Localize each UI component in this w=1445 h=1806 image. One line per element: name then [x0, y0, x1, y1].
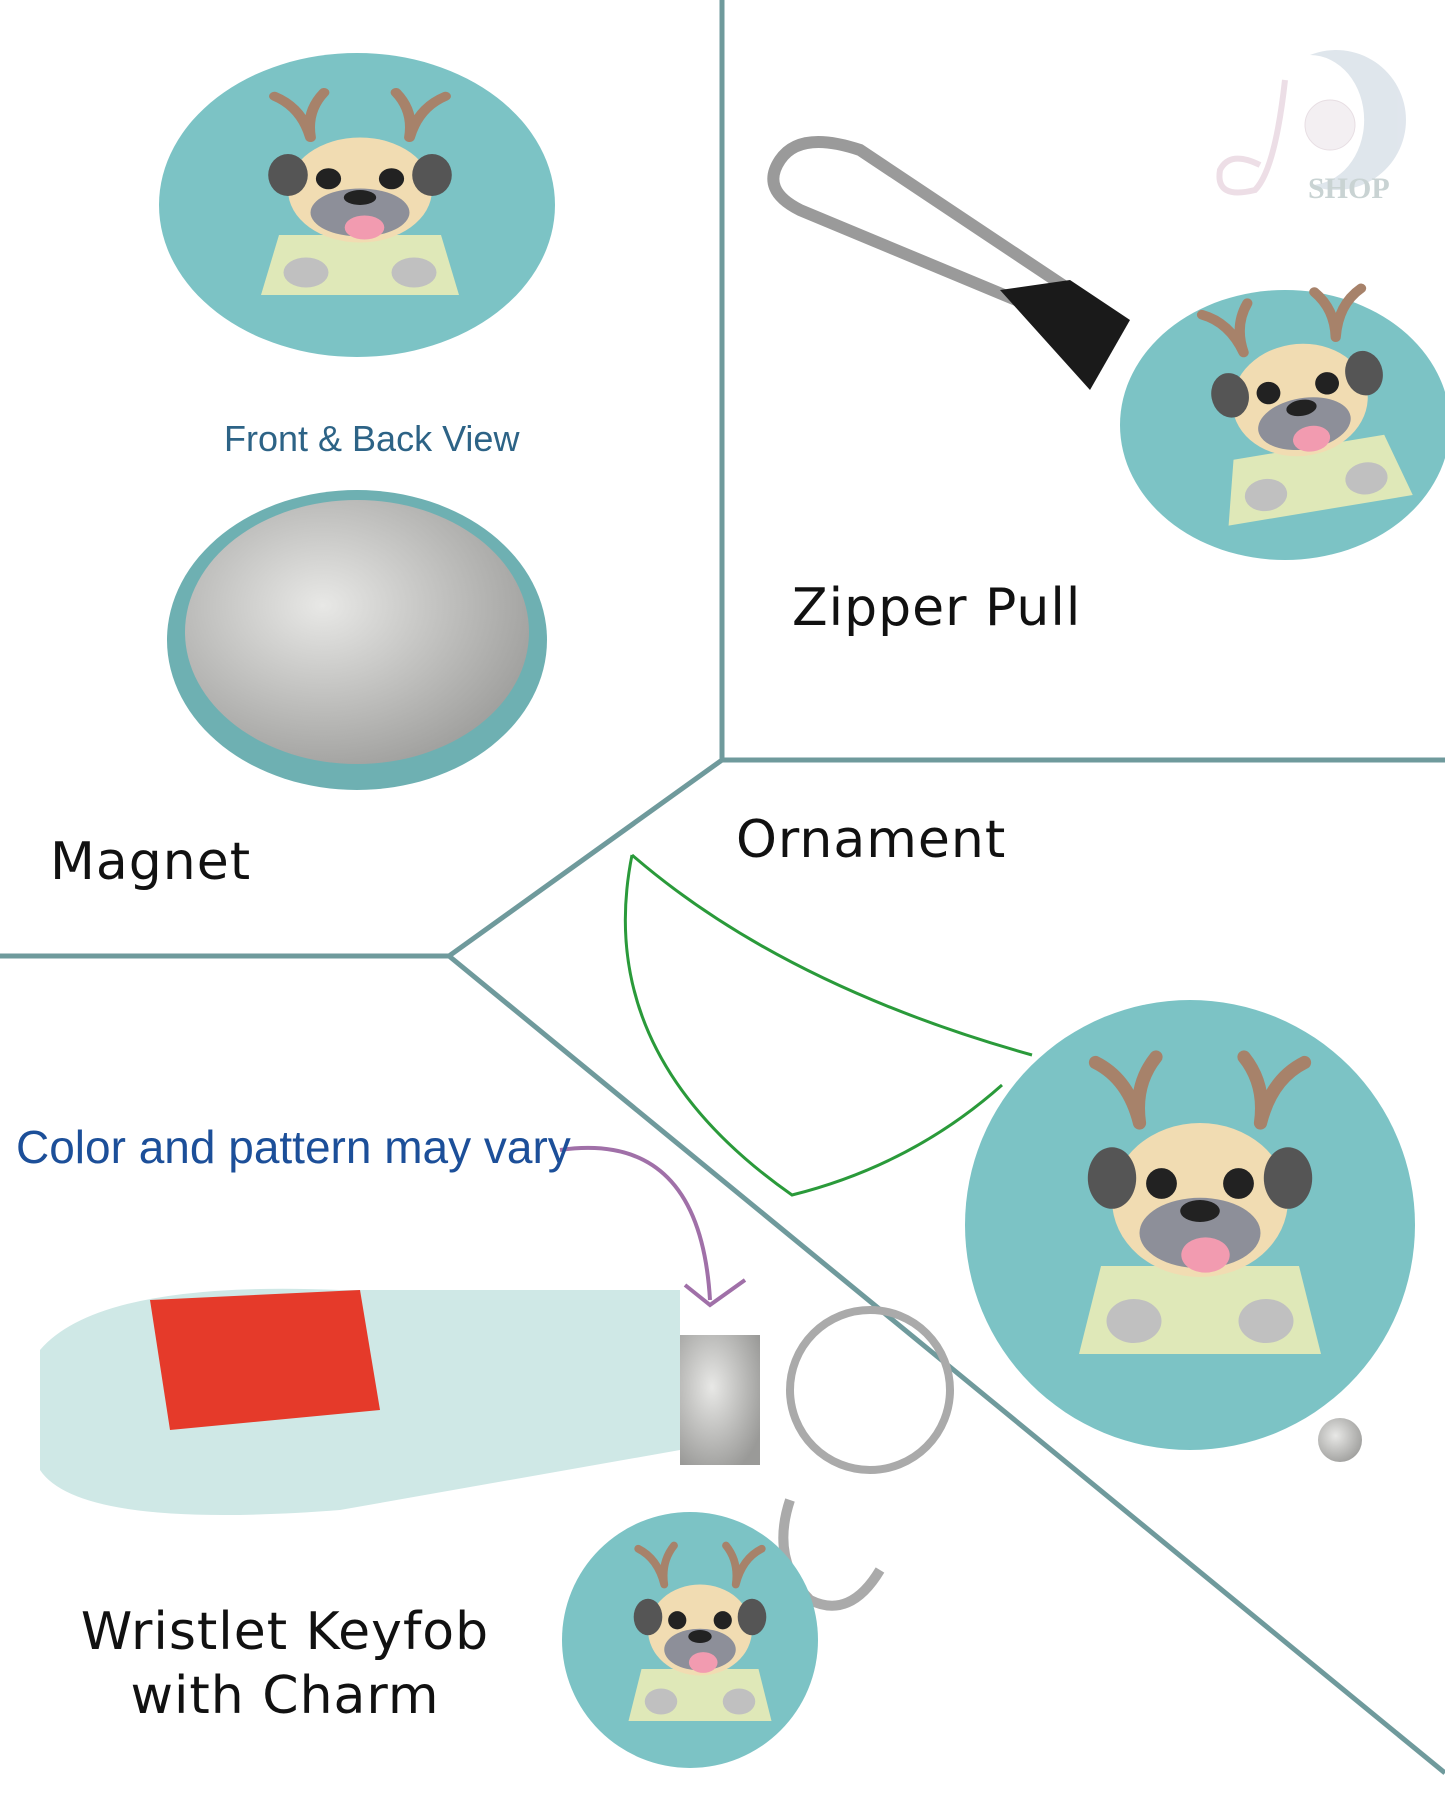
zipper-pull-label: Zipper Pull	[792, 578, 1082, 638]
logo-shop-text: SHOP	[1308, 172, 1390, 205]
magnet-front-badge	[159, 53, 555, 357]
zipper-pull	[767, 136, 1445, 560]
magnet-back	[167, 490, 547, 790]
ornament	[623, 853, 1415, 1462]
wristlet-keyfob	[40, 1288, 954, 1768]
wristlet-label-line1: Wristlet Keyfob	[80, 1602, 490, 1662]
front-back-view-label: Front & Back View	[224, 418, 520, 459]
pointer-arrow	[559, 1145, 747, 1308]
shop-logo	[1216, 50, 1406, 196]
color-note-label: Color and pattern may vary	[16, 1121, 571, 1173]
ornament-label: Ornament	[736, 810, 1007, 870]
magnet-label: Magnet	[50, 832, 252, 892]
wristlet-label-line2: with Charm	[130, 1666, 440, 1726]
wristlet-keyfob-label: Wristlet Keyfob with Charm	[60, 1600, 510, 1728]
